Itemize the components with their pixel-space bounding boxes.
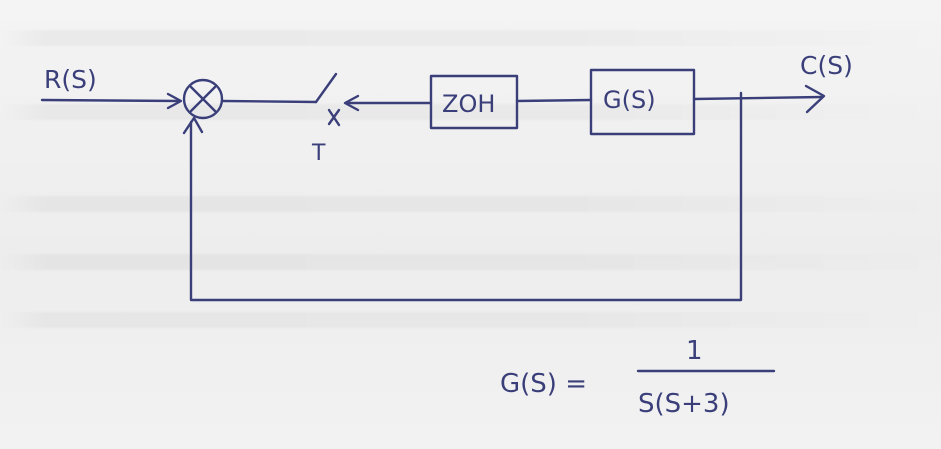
bleed-through-line	[0, 104, 941, 120]
sampler-period-label: T	[311, 141, 326, 166]
summing-junction	[182, 78, 224, 120]
sampler-arrowhead	[343, 94, 360, 112]
input-label: R(S)	[44, 65, 97, 94]
zoh-to-plant-line	[515, 98, 593, 103]
plant-block	[589, 68, 696, 136]
output-label: C(S)	[800, 51, 853, 80]
bleed-through-line	[0, 312, 941, 328]
bleed-through-line	[0, 196, 941, 212]
feedback-arrowhead	[182, 116, 204, 135]
output-signal-line	[692, 95, 824, 101]
input-signal-line	[40, 98, 182, 103]
junction-to-sampler-line	[220, 99, 318, 104]
input-arrowhead	[166, 92, 183, 110]
transfer-function: G(S) = 1 S(S+3)	[500, 336, 776, 419]
output-arrowhead	[804, 84, 826, 114]
equation-numerator: 1	[686, 336, 703, 366]
bleed-through-line	[0, 30, 941, 46]
bleed-through-line	[0, 254, 941, 270]
equation-denominator: S(S+3)	[638, 389, 730, 419]
plant-label: G(S)	[603, 86, 656, 114]
sampler-switch	[314, 72, 341, 127]
equation-lhs: G(S) =	[500, 369, 587, 399]
zoh-label: ZOH	[442, 90, 495, 118]
feedback-path	[189, 91, 743, 302]
